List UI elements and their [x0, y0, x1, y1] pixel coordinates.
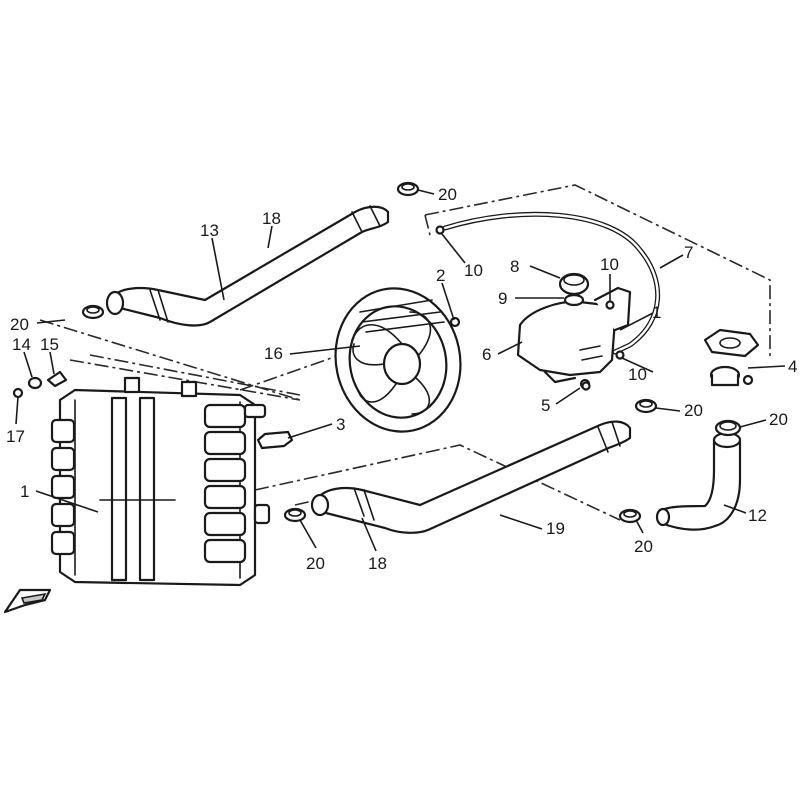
- fastener-10-tank: [615, 350, 625, 360]
- callout-labels: 1 1 2 3 4 5 6 7 8 9 10 10 10 12 13 14 15…: [6, 185, 797, 573]
- small-fasteners: [12, 225, 625, 399]
- callout-16: 16: [264, 344, 283, 363]
- callout-15: 15: [40, 335, 59, 354]
- fastener-10-top: [435, 225, 445, 235]
- callout-3: 3: [336, 415, 345, 434]
- lower-hose: [310, 420, 632, 534]
- cooling-fan: [334, 287, 462, 433]
- leader-lines: [15, 189, 786, 552]
- clamp-top: [396, 181, 420, 197]
- callout-1-radiator: 1: [20, 482, 29, 501]
- hose-clamps: [81, 181, 742, 524]
- callout-20-mid: 20: [684, 401, 703, 420]
- callout-20-bottom-right: 20: [634, 537, 653, 556]
- callout-9: 9: [498, 289, 507, 308]
- callout-5: 5: [541, 396, 550, 415]
- radiator-fins-left: [50, 418, 76, 556]
- callout-12: 12: [748, 506, 767, 525]
- clamp-left: [81, 304, 105, 320]
- callout-10-cap: 10: [600, 255, 619, 274]
- cap-gasket: [563, 293, 585, 307]
- clamp-bottom-right: [618, 508, 642, 524]
- radiator-fins-right: [203, 403, 247, 564]
- fastener-10-cap: [605, 300, 615, 310]
- callout-18-bottom: 18: [368, 554, 387, 573]
- washer-14: [27, 376, 43, 390]
- radiator: [50, 376, 271, 587]
- callout-17: 17: [6, 427, 25, 446]
- reservoir-cap: [558, 272, 590, 296]
- callout-20-right: 20: [769, 410, 788, 429]
- overflow-hose: [442, 211, 661, 355]
- callout-2: 2: [436, 266, 445, 285]
- callout-20-left: 20: [10, 315, 29, 334]
- bent-hose: [655, 431, 742, 531]
- callout-6: 6: [482, 345, 491, 364]
- fastener-2: [449, 316, 461, 328]
- clamp-mid: [634, 398, 658, 414]
- callout-18-top: 18: [262, 209, 281, 228]
- clamp-right: [714, 419, 742, 437]
- callout-14: 14: [12, 335, 31, 354]
- clamp-bottom: [283, 507, 307, 523]
- screw-17: [12, 387, 24, 399]
- callout-10-top: 10: [464, 261, 483, 280]
- callout-13: 13: [200, 221, 219, 240]
- callout-1-tank-bracket: 1: [652, 303, 661, 322]
- callout-20-top: 20: [438, 185, 457, 204]
- fastener-5: [581, 381, 591, 391]
- callout-10-tank: 10: [628, 365, 647, 384]
- callout-20-bottom: 20: [306, 554, 325, 573]
- callout-7: 7: [684, 243, 693, 262]
- callout-8: 8: [510, 257, 519, 276]
- temperature-sensor: [256, 430, 294, 450]
- callout-19: 19: [546, 519, 565, 538]
- callout-4: 4: [788, 357, 797, 376]
- thermostat-housing: [703, 328, 760, 387]
- nut-15: [46, 370, 68, 388]
- mounting-wedge: [3, 588, 52, 614]
- upper-hose: [105, 205, 390, 327]
